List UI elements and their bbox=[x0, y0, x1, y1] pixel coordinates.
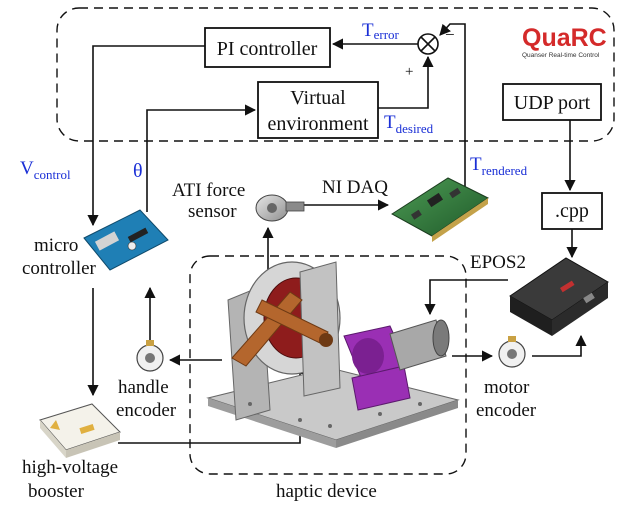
motor-encoder-image bbox=[498, 336, 526, 368]
micro-controller-board-image bbox=[83, 209, 169, 271]
cpp-label: .cpp bbox=[555, 200, 589, 222]
micro-label-line2: controller bbox=[22, 258, 97, 279]
arrow-rendered-to-sum bbox=[439, 23, 466, 188]
v-control-label: Vcontrol bbox=[20, 158, 71, 182]
booster-label-line2: booster bbox=[28, 481, 85, 502]
motor-encoder-label-line1: motor bbox=[484, 377, 530, 398]
arrow-epos2-to-motor bbox=[424, 279, 508, 316]
ati-label-line1: ATI force bbox=[172, 180, 245, 201]
cpp-block: .cpp bbox=[541, 192, 603, 230]
virtual-environment-label-line1: Virtual bbox=[290, 87, 346, 109]
plus-sign: + bbox=[405, 64, 413, 80]
ati-force-sensor-image bbox=[255, 194, 305, 222]
haptic-device-region bbox=[189, 255, 467, 475]
pi-controller-block: PI controller bbox=[204, 27, 331, 68]
arrow-pi-to-micro bbox=[87, 45, 205, 227]
udp-port-block: UDP port bbox=[502, 83, 602, 121]
pi-controller-label: PI controller bbox=[217, 38, 318, 60]
virtual-environment-block: Virtual environment bbox=[257, 81, 379, 139]
summing-junction bbox=[417, 33, 439, 55]
handle-encoder-image bbox=[136, 340, 164, 372]
handle-encoder-label-line1: handle bbox=[118, 377, 169, 398]
quarc-logo-text: QuaRC bbox=[522, 24, 607, 52]
haptic-device-label: haptic device bbox=[276, 481, 377, 502]
t-error-label: Terror bbox=[362, 20, 400, 42]
motor-encoder-label-line2: encoder bbox=[476, 400, 537, 421]
arrow-motor-encoder-to-epos2 bbox=[532, 334, 587, 357]
software-region bbox=[56, 7, 615, 142]
high-voltage-booster-image bbox=[39, 403, 121, 458]
quarc-logo-tagline: Quanser Real-time Control bbox=[522, 52, 600, 59]
ati-label-line2: sensor bbox=[188, 201, 237, 222]
ni-daq-label: NI DAQ bbox=[322, 177, 388, 198]
haptic-device-image bbox=[206, 261, 460, 448]
handle-encoder-label-line2: encoder bbox=[116, 400, 177, 421]
epos2-controller-image bbox=[509, 257, 609, 336]
ni-daq-card-image bbox=[391, 177, 489, 242]
t-desired-label: Tdesired bbox=[384, 112, 434, 136]
t-rendered-label: Trendered bbox=[470, 154, 528, 178]
arrow-theta-to-virtual-env bbox=[146, 104, 257, 212]
arrow-desired-to-sum bbox=[378, 55, 434, 109]
udp-port-label: UDP port bbox=[514, 92, 591, 114]
virtual-environment-label-line2: environment bbox=[267, 113, 369, 135]
booster-label-line1: high-voltage bbox=[22, 457, 118, 478]
quarc-logo: QuaRC Quanser Real-time Control bbox=[522, 24, 607, 59]
epos2-label: EPOS2 bbox=[470, 252, 526, 273]
theta-label: θ bbox=[133, 160, 143, 182]
micro-label-line1: micro bbox=[34, 235, 78, 256]
